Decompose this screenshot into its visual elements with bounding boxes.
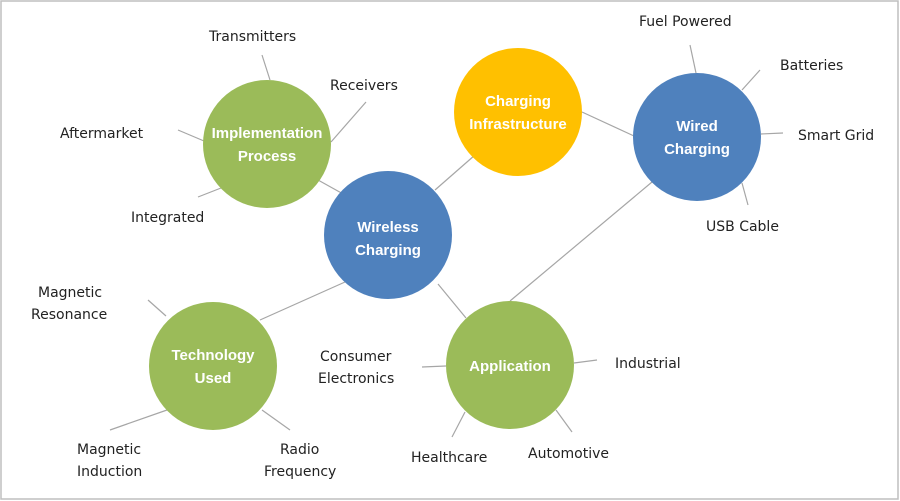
link-healthcare (451, 411, 466, 438)
leaf-labels: Transmitters Receivers Aftermarket Integ… (31, 14, 874, 480)
link-receivers (330, 101, 367, 143)
link-fuel-powered (689, 44, 697, 74)
link-wireless-technology (259, 281, 346, 321)
leaf-automotive: Automotive (528, 446, 609, 462)
leaf-smart-grid: Smart Grid (798, 128, 874, 144)
link-automotive (555, 409, 573, 433)
link-wireless-application (437, 283, 467, 319)
link-integrated (197, 187, 222, 198)
link-infrastructure-wired (581, 111, 635, 137)
link-magnetic-resonance (147, 299, 167, 317)
leaf-receivers: Receivers (330, 78, 398, 94)
leaf-healthcare: Healthcare (411, 450, 487, 466)
leaf-usb-cable: USB Cable (706, 219, 779, 235)
node-circle (633, 73, 761, 201)
link-radio-frequency (261, 409, 291, 431)
node-application: Application (446, 301, 574, 429)
node-circle (454, 48, 582, 176)
link-batteries (741, 69, 761, 91)
node-circle (203, 80, 331, 208)
link-transmitters (261, 54, 271, 81)
node-label: Application (469, 358, 551, 375)
link-smart-grid (760, 132, 784, 135)
link-wireless-infrastructure (434, 154, 476, 191)
leaf-aftermarket: Aftermarket (60, 126, 144, 142)
leaf-integrated: Integrated (131, 210, 204, 226)
leaf-fuel-powered: Fuel Powered (639, 14, 732, 30)
node-circle (446, 301, 574, 429)
link-usb-cable (741, 182, 749, 206)
link-industrial (573, 359, 598, 364)
leaf-industrial: Industrial (615, 356, 681, 372)
node-circle (324, 171, 452, 299)
link-aftermarket (177, 129, 205, 142)
node-circle (149, 302, 277, 430)
link-wired-application (509, 181, 653, 302)
leaf-batteries: Batteries (780, 58, 843, 74)
leaf-transmitters: Transmitters (208, 29, 296, 45)
link-magnetic-induction (109, 409, 168, 431)
link-consumer-electronics (421, 365, 447, 368)
